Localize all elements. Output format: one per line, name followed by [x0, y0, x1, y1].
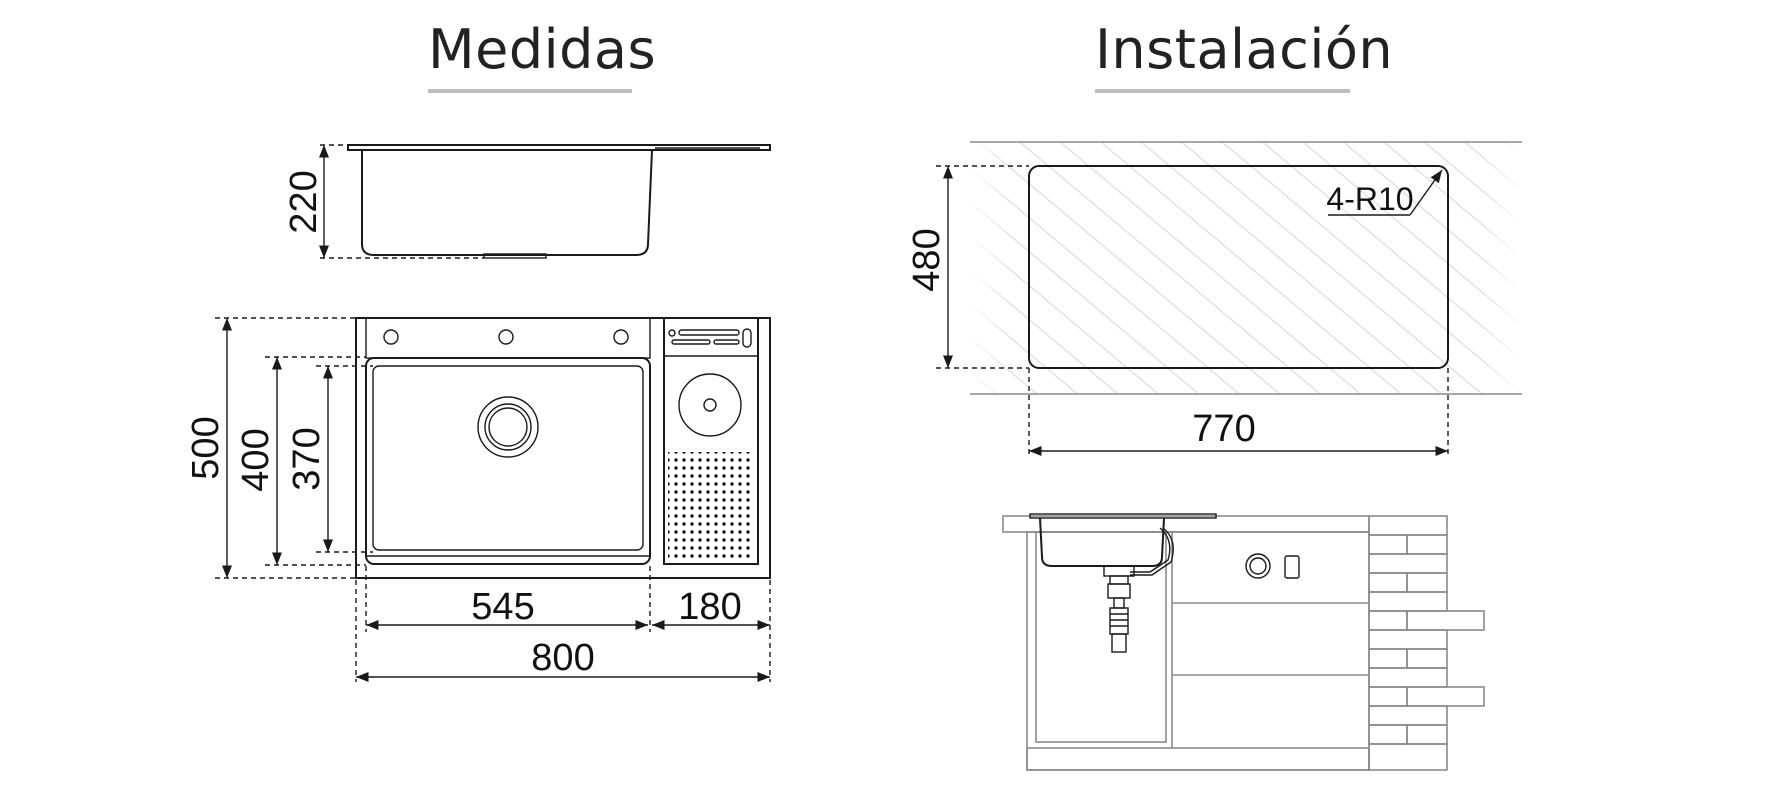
drainer-perforations: [668, 452, 754, 562]
dim-length-545-180: 545 180 800: [355, 566, 771, 683]
drain-icon: [477, 396, 539, 458]
cabinet-installation-view: [1002, 513, 1485, 771]
heading-instalacion-underline: [1095, 89, 1350, 93]
corner-radius-label: 4-R10: [1326, 181, 1413, 217]
hole-icon: [383, 329, 399, 345]
cutout-diagram: 4-R10: [970, 141, 1522, 395]
sink-side-view: [347, 144, 771, 259]
hole-icon: [613, 329, 629, 345]
dim-width-370: 370: [286, 365, 373, 553]
dim-label-400: 400: [235, 428, 277, 491]
dim-cutout-480: 480: [906, 165, 1029, 369]
cutout-rect: [1028, 165, 1449, 369]
dim-label-545: 545: [471, 586, 534, 628]
dim-label-220: 220: [283, 170, 325, 233]
faucet-hole-icon: [1245, 553, 1271, 579]
dim-depth-220: 220: [283, 144, 484, 259]
dim-cutout-770: 770: [1028, 368, 1449, 457]
dim-width-400: 400: [235, 356, 366, 566]
heading-instalacion: Instalación: [1095, 18, 1394, 81]
dim-label-500: 500: [185, 416, 227, 479]
dim-label-770: 770: [1192, 408, 1255, 450]
dim-label-480: 480: [906, 228, 948, 291]
dim-label-800: 800: [531, 637, 594, 679]
accessory-circle-icon: [678, 373, 742, 437]
soap-dispenser-icon: [1284, 555, 1300, 579]
heading-medidas: Medidas: [428, 18, 657, 81]
sink-top-view: [355, 317, 771, 579]
dim-width-500: 500: [185, 317, 358, 579]
heading-medidas-underline: [428, 89, 632, 93]
hole-icon: [498, 329, 514, 345]
wall-bricks: [1368, 515, 1485, 771]
dim-label-370: 370: [286, 427, 328, 490]
dim-label-180: 180: [678, 586, 741, 628]
